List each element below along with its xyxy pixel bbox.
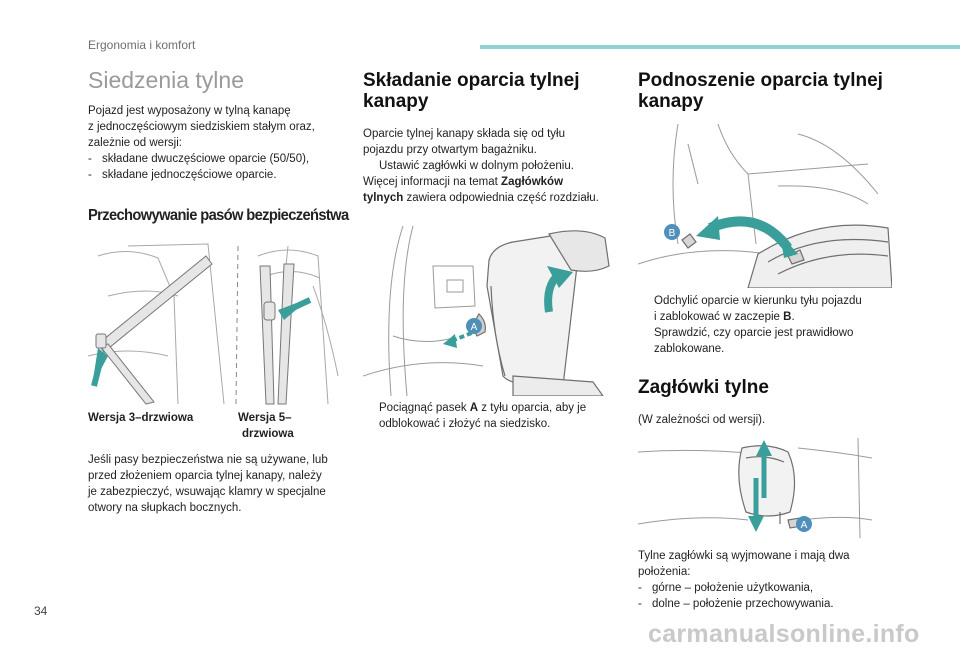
column-raise-backrest: Podnoszenie oparcia tylnej kanapy bbox=[638, 64, 894, 612]
fold-text-line: pojazdu przy otwartym bagażniku. bbox=[363, 144, 537, 156]
header-accent-bar bbox=[480, 45, 960, 49]
page-number: 34 bbox=[34, 604, 48, 618]
raise-backrest-title: Podnoszenie oparcia tylnej kanapy bbox=[638, 70, 883, 112]
raise-backrest-illustration: B bbox=[638, 124, 892, 288]
headrest-figure-label-a: A bbox=[801, 520, 808, 531]
fold-text-line: Oparcie tylnej kanapy składa się od tyłu bbox=[363, 128, 565, 140]
fold-figure-label-a: A bbox=[471, 322, 478, 333]
bullet-item: Sprawdzić, czy oparcie jest prawidłowo bbox=[654, 327, 854, 339]
belt-text-line: otwory na słupkach bocznych. bbox=[88, 502, 242, 514]
raise-figure-label-b: B bbox=[669, 228, 676, 239]
list-item: -dolne – położenie przechowywania. bbox=[638, 598, 834, 610]
belt-figure-captions: Wersja 3–drzwiowa Wersja 5– drzwiowa bbox=[88, 410, 340, 442]
bullet-item: Ustawić zagłówki w dolnym położeniu. bbox=[379, 160, 574, 172]
headrest-illustration: A bbox=[638, 438, 872, 538]
bullet-item: Odchylić oparcie w kierunku tyłu pojazdu bbox=[654, 295, 862, 307]
more-info-line: Więcej informacji na temat Zagłówków bbox=[363, 176, 564, 188]
list-item: -składane dwuczęściowe oparcie (50/50), bbox=[88, 153, 310, 165]
column-rear-seats: Siedzenia tylne Pojazd jest wyposażony w… bbox=[88, 64, 349, 516]
belt-text-line: Jeśli pasy bezpieczeństwa nie są używane… bbox=[88, 454, 328, 466]
column-fold-backrest: Składanie oparcia tylnej kanapy Oparcie … bbox=[363, 64, 619, 432]
headrest-note: (W zależności od wersji). bbox=[638, 414, 766, 426]
headrest-text-line: położenia: bbox=[638, 566, 691, 578]
fold-backrest-title: Składanie oparcia tylnej kanapy bbox=[363, 70, 580, 112]
header-section-label: Ergonomia i komfort bbox=[88, 38, 196, 52]
belt-storage-illustration bbox=[88, 236, 340, 406]
bullet-continuation: zablokowane. bbox=[654, 343, 725, 355]
more-info-line: tylnych zawiera odpowiednia część rozdzi… bbox=[363, 192, 599, 204]
bullet-continuation: i zablokować w zaczepie B. bbox=[654, 311, 795, 323]
headrest-text-line: Tylne zagłówki są wyjmowane i mają dwa bbox=[638, 550, 850, 562]
bullet-continuation: odblokować i złożyć na siedzisko. bbox=[379, 418, 551, 430]
bullet-item: Pociągnąć pasek A z tyłu oparcia, aby je bbox=[379, 402, 587, 414]
belt-text-line: przed złożeniem oparcia tylnej kanapy, n… bbox=[88, 470, 322, 482]
rear-headrests-title: Zagłówki tylne bbox=[638, 377, 769, 398]
intro-line: z jednoczęściowym siedziskiem stałym ora… bbox=[88, 121, 315, 133]
belt-storage-title: Przechowywanie pasów bezpieczeństwa bbox=[88, 207, 349, 224]
belt-text-line: je zabezpieczyć, wsuwając klamry w specj… bbox=[88, 486, 326, 498]
intro-line: Pojazd jest wyposażony w tylną kanapę bbox=[88, 105, 291, 117]
caption-5-door: Wersja 5– drzwiowa bbox=[238, 412, 294, 440]
intro-line: zależnie od wersji: bbox=[88, 137, 182, 149]
list-item: -składane jednoczęściowe oparcie. bbox=[88, 169, 277, 181]
caption-3-door: Wersja 3–drzwiowa bbox=[88, 412, 194, 424]
watermark: carmanualsonline.info bbox=[648, 620, 920, 648]
rear-seats-title: Siedzenia tylne bbox=[88, 67, 244, 93]
fold-backrest-illustration: A bbox=[363, 226, 617, 396]
list-item: -górne – położenie użytkowania, bbox=[638, 582, 814, 594]
